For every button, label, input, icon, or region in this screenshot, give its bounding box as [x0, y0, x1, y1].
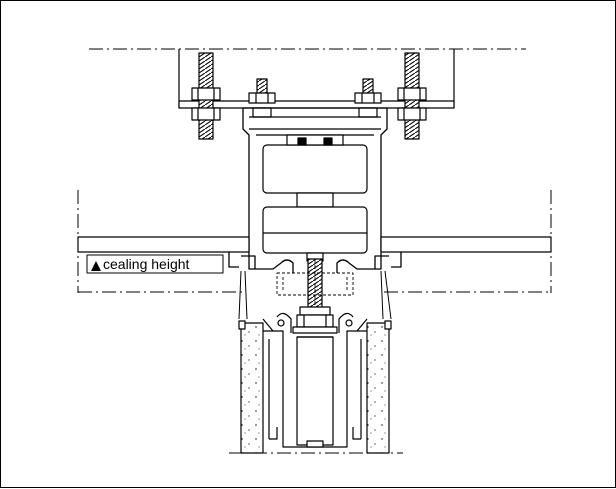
side-centerlines — [77, 190, 552, 293]
outer-threaded-rod-right — [397, 52, 427, 140]
roller-carriage-lower — [262, 206, 368, 262]
partition-wall — [238, 320, 392, 454]
ceiling-height-text: cealing height — [103, 256, 190, 272]
clamp-nuts — [292, 306, 338, 334]
guide-dashed — [276, 272, 354, 296]
hook-clips — [262, 312, 368, 333]
tie-cords — [238, 270, 392, 320]
inner-bolt-right — [354, 78, 382, 118]
outer-threaded-rod-left — [191, 52, 221, 140]
track-profile — [228, 107, 402, 273]
triangle-up-icon — [91, 261, 101, 271]
ceiling-height-label: cealing height — [86, 254, 224, 274]
roller-carriage-upper — [262, 134, 368, 208]
inner-bolt-left — [248, 78, 276, 118]
ceiling-panel-right — [380, 236, 552, 253]
ceiling-panel-left — [77, 236, 250, 253]
